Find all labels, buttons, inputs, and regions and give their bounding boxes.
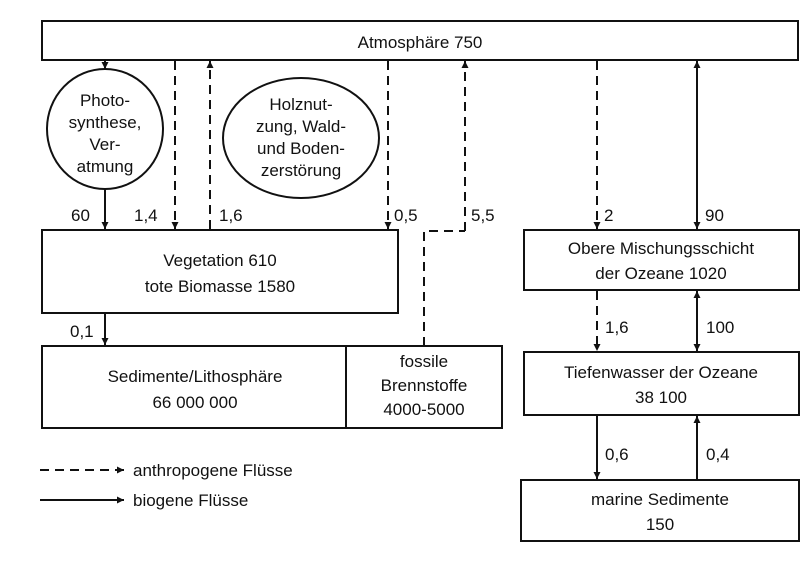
land-use-line-1: Holznut- [269,95,332,114]
ocean-upper-line-2: der Ozeane 1020 [595,264,726,283]
vegetation-line-1: Vegetation 610 [163,251,276,270]
fossil-exhaust-path [423,230,465,346]
photosynthesis-line-4: atmung [77,157,134,176]
flow-label-1-6-land: 1,6 [219,206,243,225]
land-use-line-3: und Boden- [257,139,345,158]
flow-label-1-4: 1,4 [134,206,158,225]
fossil-line-2: Brennstoffe [381,376,468,395]
fossil-line-1: fossile [400,352,448,371]
photosynthesis-line-3: Ver- [89,135,120,154]
flow-label-5-5: 5,5 [471,206,495,225]
ocean-upper-line-1: Obere Mischungsschicht [568,239,754,258]
flow-label-90: 90 [705,206,724,225]
sediments-box [41,345,503,429]
flow-label-0-1: 0,1 [70,322,94,341]
flow-label-2: 2 [604,206,613,225]
vegetation-box [41,229,399,314]
land-use-ellipse [222,77,380,199]
fossil-line-3: 4000-5000 [383,400,464,419]
deep-water-box [523,351,800,416]
sediments-line-2: 66 000 000 [152,393,237,412]
sediments-line-1: Sedimente/Lithosphäre [108,367,283,386]
legend-biogenic-label: biogene Flüsse [133,491,248,510]
land-use-line-2: zung, Wald- [256,117,346,136]
flow-label-1-6-ocean: 1,6 [605,318,629,337]
flow-label-0-4: 0,4 [706,445,730,464]
deep-water-line-2: 38 100 [635,388,687,407]
flow-label-0-5: 0,5 [394,206,418,225]
atmosphere-box [41,20,799,61]
vegetation-line-2: tote Biomasse 1580 [145,277,295,296]
deep-water-line-1: Tiefenwasser der Ozeane [564,363,758,382]
flow-label-100: 100 [706,318,734,337]
atmosphere-label: Atmosphäre 750 [358,33,483,52]
marine-sediments-line-1: marine Sedimente [591,490,729,509]
marine-sediments-box [520,479,800,542]
ocean-upper-box [523,229,800,291]
photosynthesis-line-2: synthese, [69,113,142,132]
land-use-line-4: zerstörung [261,161,341,180]
flow-label-60: 60 [71,206,90,225]
marine-sediments-line-2: 150 [646,515,674,534]
flow-label-0-6: 0,6 [605,445,629,464]
legend-anthropogenic-label: anthropogene Flüsse [133,461,293,480]
photosynthesis-line-1: Photo- [80,91,130,110]
